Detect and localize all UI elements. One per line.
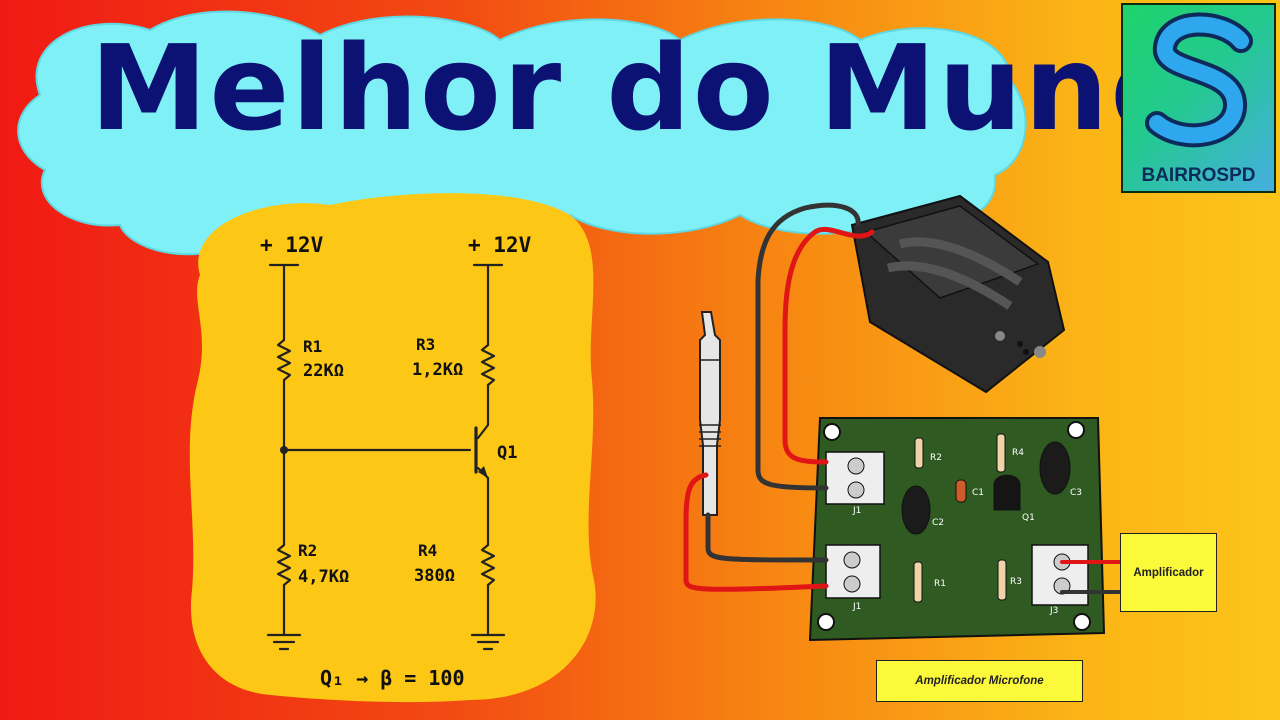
pcb-label-r1: R1 <box>934 579 946 589</box>
jack-plug <box>699 311 721 516</box>
vcc-right-label: + 12V <box>468 233 532 257</box>
r3-name: R3 <box>416 335 435 354</box>
pcb-label-j1-bottom: J1 <box>852 602 861 612</box>
beta-note: Q₁ → β = 100 <box>320 666 465 690</box>
pcb-label-c3: C3 <box>1070 488 1082 498</box>
battery-holder <box>850 194 1066 394</box>
r2-value: 4,7KΩ <box>298 567 349 587</box>
pcb-label-r4: R4 <box>1012 448 1024 458</box>
r1-value: 22KΩ <box>303 361 344 381</box>
q1-label: Q1 <box>497 443 517 463</box>
caption-box: Amplificador Microfone <box>876 660 1083 702</box>
r2-name: R2 <box>298 541 317 560</box>
logo-s-icon <box>1145 12 1253 148</box>
pcb-board: R2 R4 C1 C2 C3 Q1 R1 R3 J1 J1 J3 <box>808 417 1106 642</box>
logo-text: BAIRROSPD <box>1141 165 1256 186</box>
r4-value: 380Ω <box>414 566 455 586</box>
pcb-label-c2: C2 <box>932 518 944 528</box>
pcb-label-j3: J3 <box>1049 606 1058 616</box>
pcb-label-r2: R2 <box>930 453 942 463</box>
r3-value: 1,2KΩ <box>412 360 463 380</box>
r4-name: R4 <box>418 541 437 560</box>
pcb-label-j1-top: J1 <box>852 506 861 516</box>
amplificador-box: Amplificador <box>1120 533 1217 612</box>
bairrospd-logo: BAIRROSPD <box>1121 3 1276 193</box>
pcb-label-r3: R3 <box>1010 577 1022 587</box>
vcc-left-label: + 12V <box>260 233 324 257</box>
pcb-label-q1: Q1 <box>1022 513 1035 523</box>
wires <box>683 202 1122 594</box>
schematic-background <box>189 193 596 703</box>
pcb-label-c1: C1 <box>972 488 984 498</box>
r1-name: R1 <box>303 337 322 356</box>
